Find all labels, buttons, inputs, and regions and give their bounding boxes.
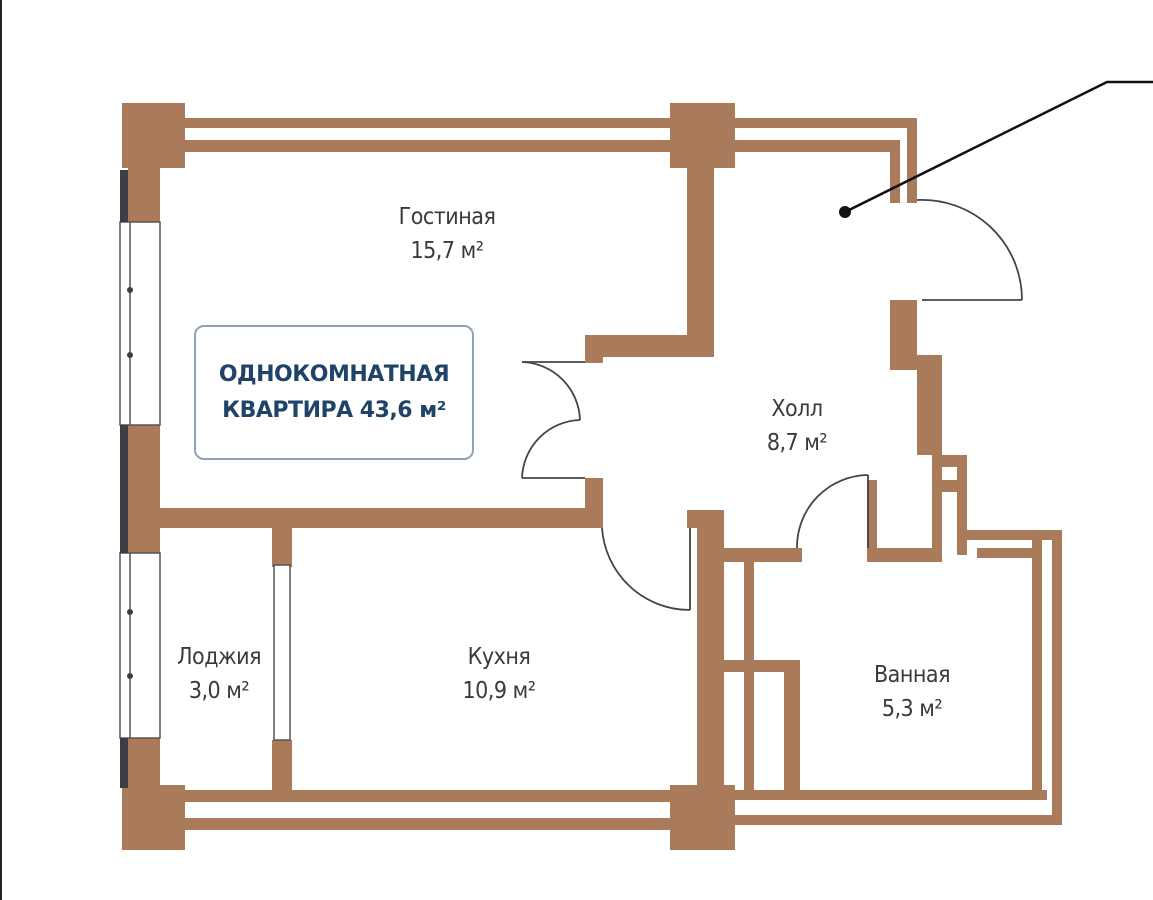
room-living: Гостиная 15,7 м² [399,200,496,268]
apartment-total-area: КВАРТИРА 43,6 м² [222,397,446,423]
room-area: 5,3 м² [881,696,943,722]
room-area: 15,7 м² [410,238,484,264]
room-bathroom: Ванная 5,3 м² [873,658,951,726]
pointer-line [839,80,1153,218]
apartment-title-box: ОДНОКОМНАТНАЯ КВАРТИРА 43,6 м² [194,325,474,460]
room-name: Холл [771,396,823,422]
doors [521,199,1023,611]
room-area: 10,9 м² [462,678,536,704]
room-name: Ванная [873,662,951,688]
room-area: 8,7 м² [766,430,828,456]
room-kitchen: Кухня 10,9 м² [462,640,536,708]
room-hall: Холл 8,7 м² [766,392,828,460]
room-loggia: Лоджия 3,0 м² [176,640,262,708]
walls [122,103,1062,850]
window-frame-dark [120,170,133,788]
apartment-type: ОДНОКОМНАТНАЯ [218,361,450,387]
room-name: Кухня [467,644,531,670]
room-name: Лоджия [176,644,262,670]
windows [119,221,291,741]
room-name: Гостиная [398,204,496,230]
room-area: 3,0 м² [188,678,250,704]
